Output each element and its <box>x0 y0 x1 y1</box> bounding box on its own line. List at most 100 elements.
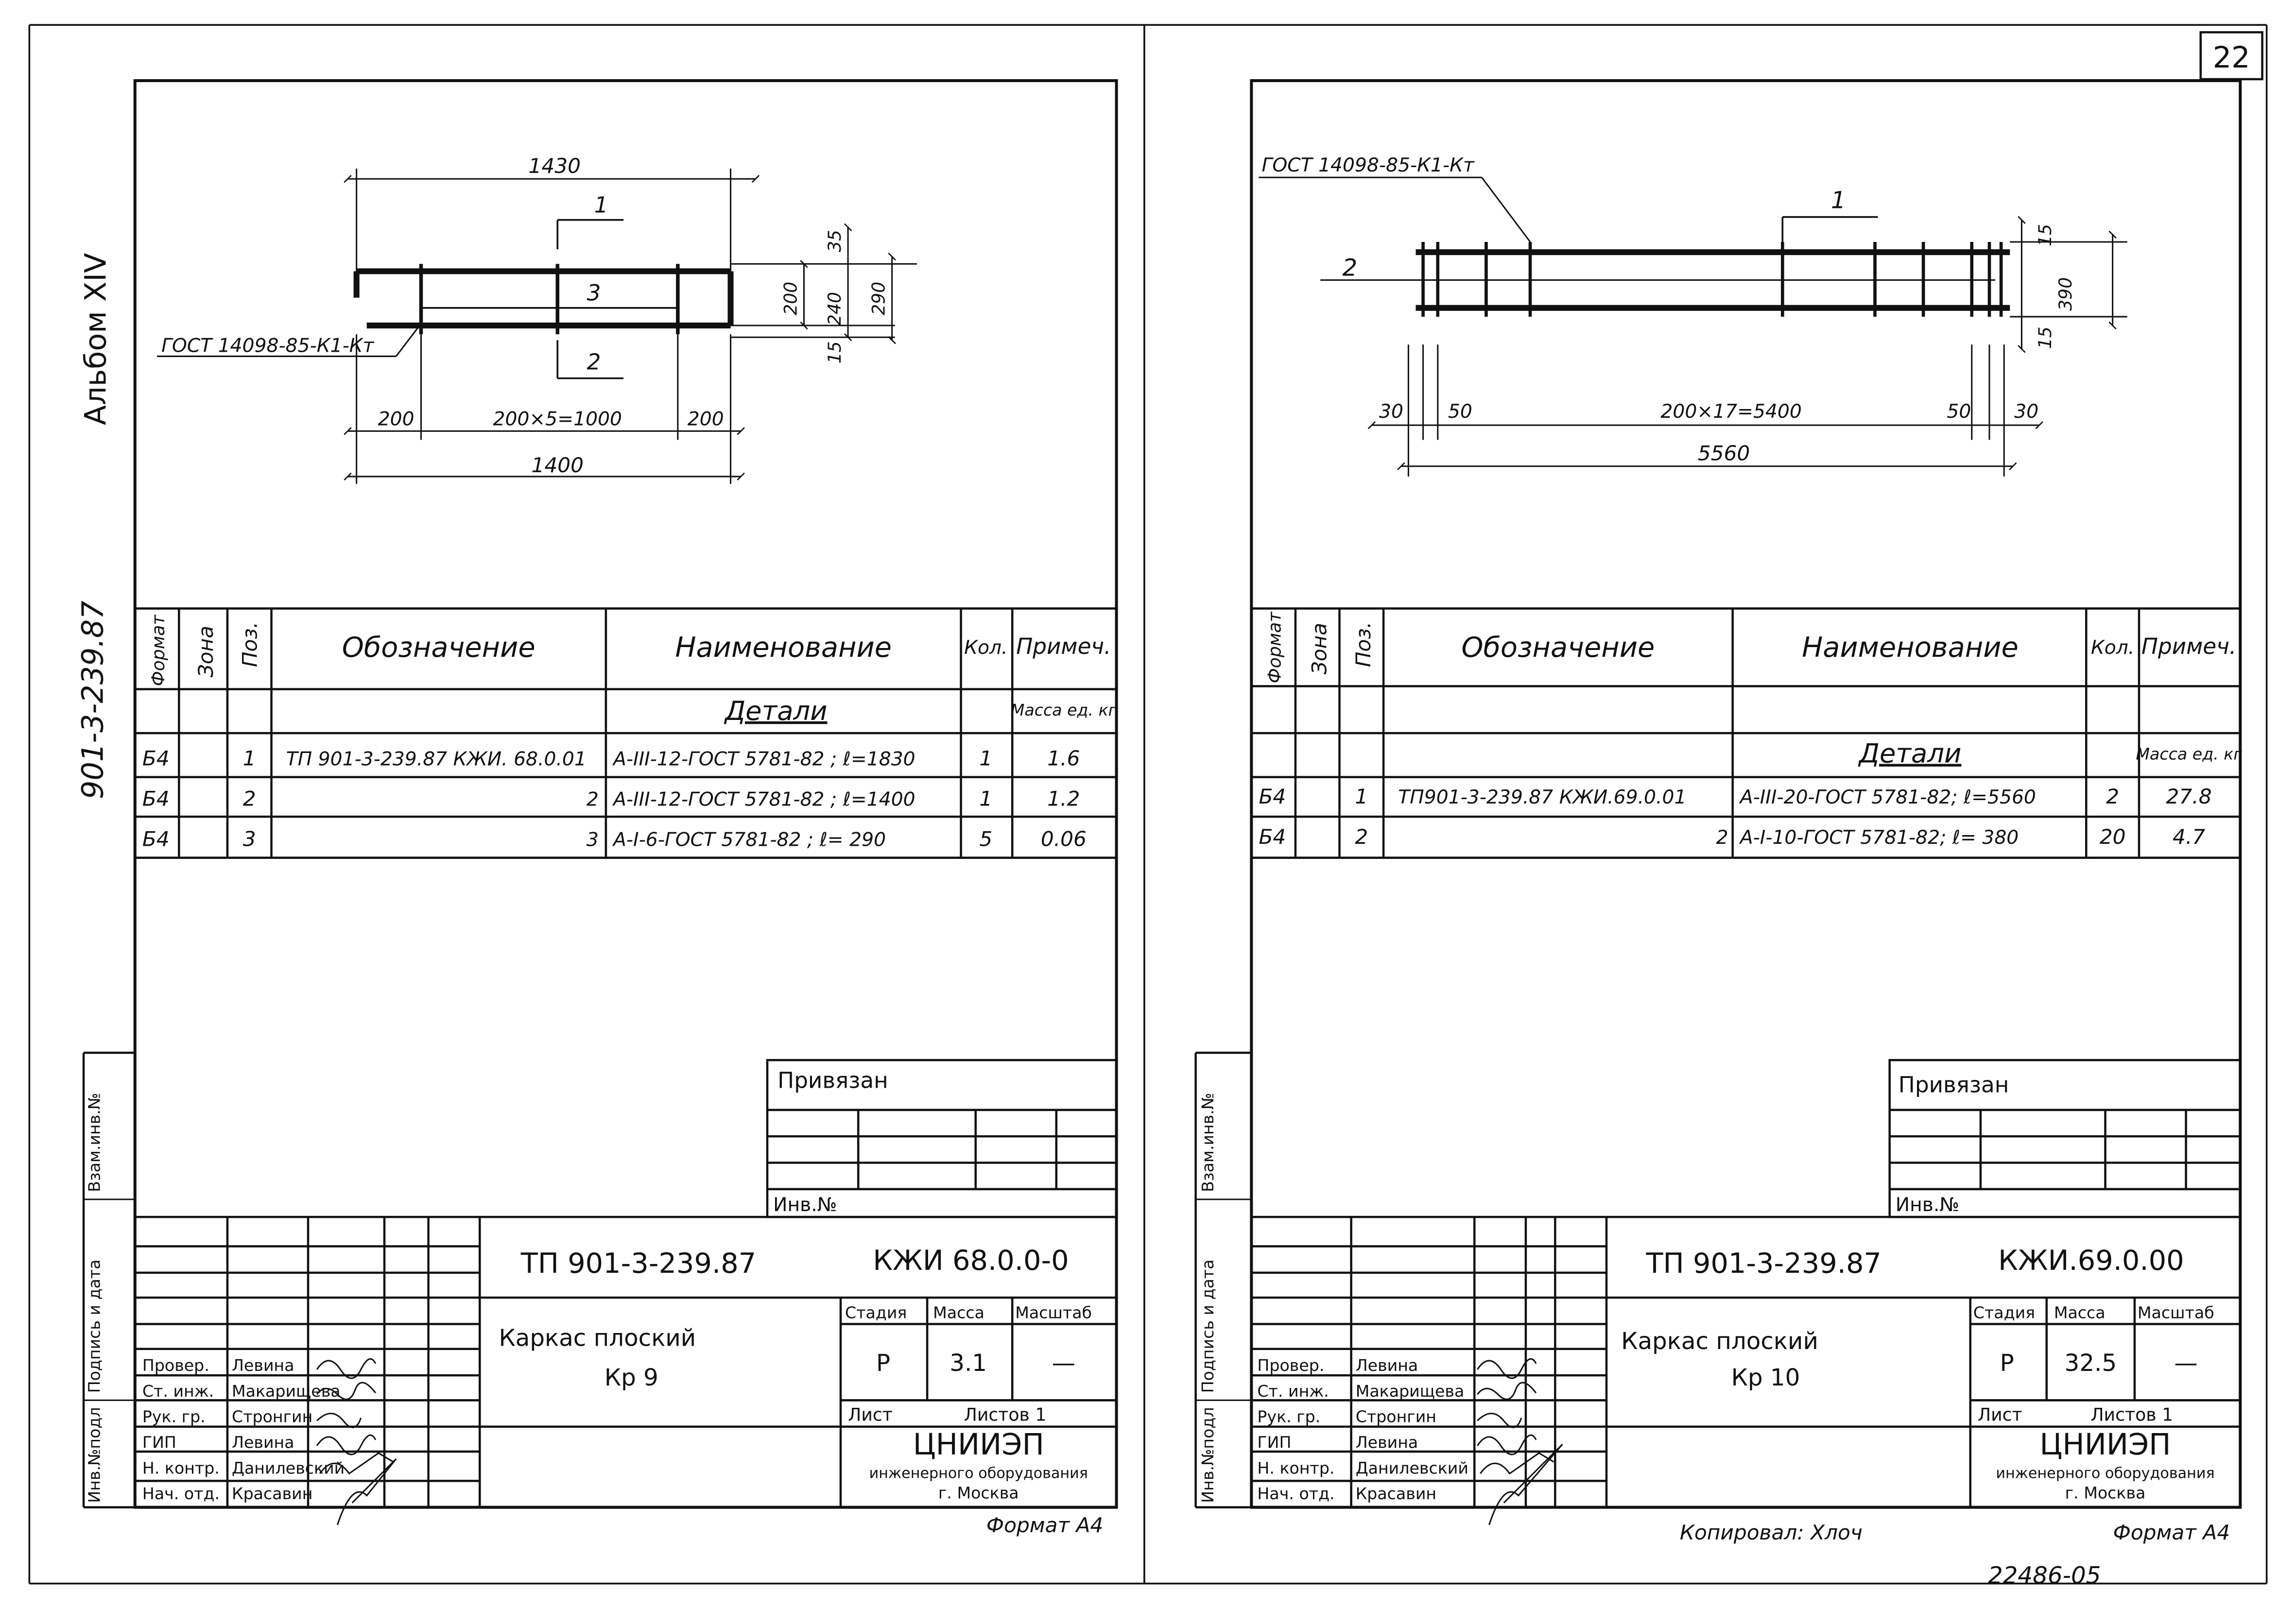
dim-15-top: 15 <box>2035 224 2055 246</box>
doc-code: КЖИ 68.0.0-0 <box>873 1244 1069 1277</box>
row-format: Б4 <box>142 827 170 851</box>
row-note: 27.8 <box>2166 785 2212 808</box>
role-name: Макарищева <box>1356 1382 1465 1401</box>
pos-label-2: 2 <box>587 349 601 375</box>
role-title: Рук. гр. <box>142 1407 206 1426</box>
dim-30-left: 30 <box>1379 401 1403 423</box>
col-format-right: Формат <box>1264 612 1285 684</box>
gost-weld-label-left: ГОСТ 14098-85-К1-Кт <box>161 335 375 357</box>
col-format: Формат <box>148 615 169 686</box>
row-qty: 20 <box>2100 825 2126 849</box>
role-name: Красавин <box>232 1484 312 1503</box>
role-name: Левина <box>232 1433 294 1452</box>
drawing-subtitle: Кр 9 <box>604 1364 658 1391</box>
role-title: Нач. отд. <box>142 1484 220 1503</box>
dim-290: 290 <box>868 282 889 315</box>
right-signatures <box>1477 1358 1563 1525</box>
dim-50-left: 50 <box>1448 401 1472 423</box>
right-frame-drawing: 2 1 ГОСТ 14098-85-К1-Кт 15 390 15 3 <box>1259 154 2127 477</box>
col-note: Примеч. <box>1016 633 1111 659</box>
dim-30-right: 30 <box>2014 401 2038 423</box>
role-title: ГИП <box>142 1433 176 1452</box>
row-note: 1.2 <box>1047 787 1080 811</box>
mass-label-right: Масса <box>2054 1303 2106 1322</box>
col-qty-right: Кол. <box>2091 637 2134 659</box>
section-details: Детали <box>724 696 828 726</box>
role-name: Данилевский <box>1356 1458 1468 1477</box>
row-name: А-III-12-ГОСТ 5781-82 ; ℓ=1400 <box>612 789 915 811</box>
col-pos: Поз. <box>238 622 261 667</box>
copied-by: Копировал: Хлоч <box>1680 1521 1863 1544</box>
dim-pitch-mid: 200×5=1000 <box>493 408 622 430</box>
role-title: Нач. отд. <box>1257 1484 1334 1503</box>
row-qty: 2 <box>2106 785 2119 808</box>
format-label: Формат А4 <box>986 1513 1104 1537</box>
row-qty: 1 <box>979 747 992 770</box>
side-stamp-sign-right: Подпись и дата <box>1198 1259 1217 1393</box>
role-name: Данилевский <box>232 1458 345 1477</box>
mass-note-right: Масса ед. кг <box>2136 744 2242 763</box>
dim-200: 200 <box>780 282 801 315</box>
role-title: Н. контр. <box>142 1458 220 1477</box>
col-designation-right: Обозначение <box>1461 631 1655 664</box>
pos-label-3: 3 <box>587 280 601 306</box>
role-name: Левина <box>232 1356 294 1375</box>
drawing-title-right: Каркас плоский <box>1621 1328 1818 1355</box>
row-qty: 1 <box>979 787 992 811</box>
role-title: Н. контр. <box>1257 1458 1334 1477</box>
sheets-label-right: Листов 1 <box>2090 1404 2173 1425</box>
row-name: А-III-20-ГОСТ 5781-82; ℓ=5560 <box>1739 786 2036 808</box>
scale-label: Масштаб <box>1015 1303 1092 1322</box>
sheets-label: Листов 1 <box>964 1404 1047 1425</box>
left-title-block <box>135 1059 1118 1507</box>
stage-value: Р <box>876 1350 890 1377</box>
scale-label-right: Масштаб <box>2138 1303 2214 1322</box>
col-designation: Обозначение <box>342 631 535 664</box>
dim-5560: 5560 <box>1698 442 1750 465</box>
row-note: 4.7 <box>2173 825 2205 849</box>
section-details-right: Детали <box>1858 738 1962 769</box>
right-title-block <box>1251 1059 2242 1507</box>
role-name: Макарищева <box>232 1382 341 1401</box>
dim-1400: 1400 <box>532 453 584 477</box>
org-city-right: г. Москва <box>2065 1484 2146 1503</box>
dim-pitch-left: 200 <box>378 408 414 430</box>
dim-overall-1430: 1430 <box>528 154 581 178</box>
left-spec-table <box>135 607 1117 859</box>
row-pos: 3 <box>243 827 256 851</box>
dim-pitch-right: 200 <box>688 408 724 430</box>
left-sheet: Инв.№подл Подпись и дата Взам.инв.№ Альб… <box>76 79 1118 1537</box>
dim-pitch-mid-right: 200×17=5400 <box>1660 401 1801 423</box>
copy-number: 22486-05 <box>1988 1562 2101 1590</box>
org-line2: инженерного оборудования <box>869 1465 1088 1482</box>
attached-label: Привязан <box>777 1068 888 1094</box>
row-name: А-III-12-ГОСТ 5781-82 ; ℓ=1830 <box>612 749 915 770</box>
page-frame <box>28 24 2268 1585</box>
mass-label: Масса <box>933 1303 984 1322</box>
row-designation: 2 <box>1716 827 1728 849</box>
side-stamp-replace-right: Взам.инв.№ <box>1198 1093 1217 1192</box>
doc-number: ТП 901-3-239.87 <box>520 1247 756 1280</box>
dim-240: 240 <box>824 292 845 325</box>
role-name: Стронгин <box>232 1407 312 1426</box>
role-title: Рук. гр. <box>1257 1407 1320 1426</box>
row-note: 0.06 <box>1041 827 1087 851</box>
mass-note: Масса ед. кг <box>1011 701 1117 719</box>
pos-label-1-right: 1 <box>1831 187 1846 214</box>
sheet-label: Лист <box>848 1404 893 1425</box>
scale-value: — <box>1052 1350 1075 1377</box>
stage-value-right: Р <box>2000 1350 2014 1377</box>
dim-50-right: 50 <box>1947 401 1971 423</box>
role-name: Стронгин <box>1356 1407 1436 1426</box>
side-stamp-inv: Инв.№подл <box>85 1407 104 1503</box>
gost-weld-label-right: ГОСТ 14098-85-К1-Кт <box>1261 154 1475 176</box>
scale-value-right: — <box>2174 1350 2197 1377</box>
sheet-label-right: Лист <box>1978 1404 2022 1425</box>
role-title: Ст. инж. <box>142 1382 214 1401</box>
drawing-title: Каркас плоский <box>499 1325 696 1352</box>
page-number: 22 <box>2213 41 2250 75</box>
role-title: Провер. <box>1257 1356 1324 1375</box>
